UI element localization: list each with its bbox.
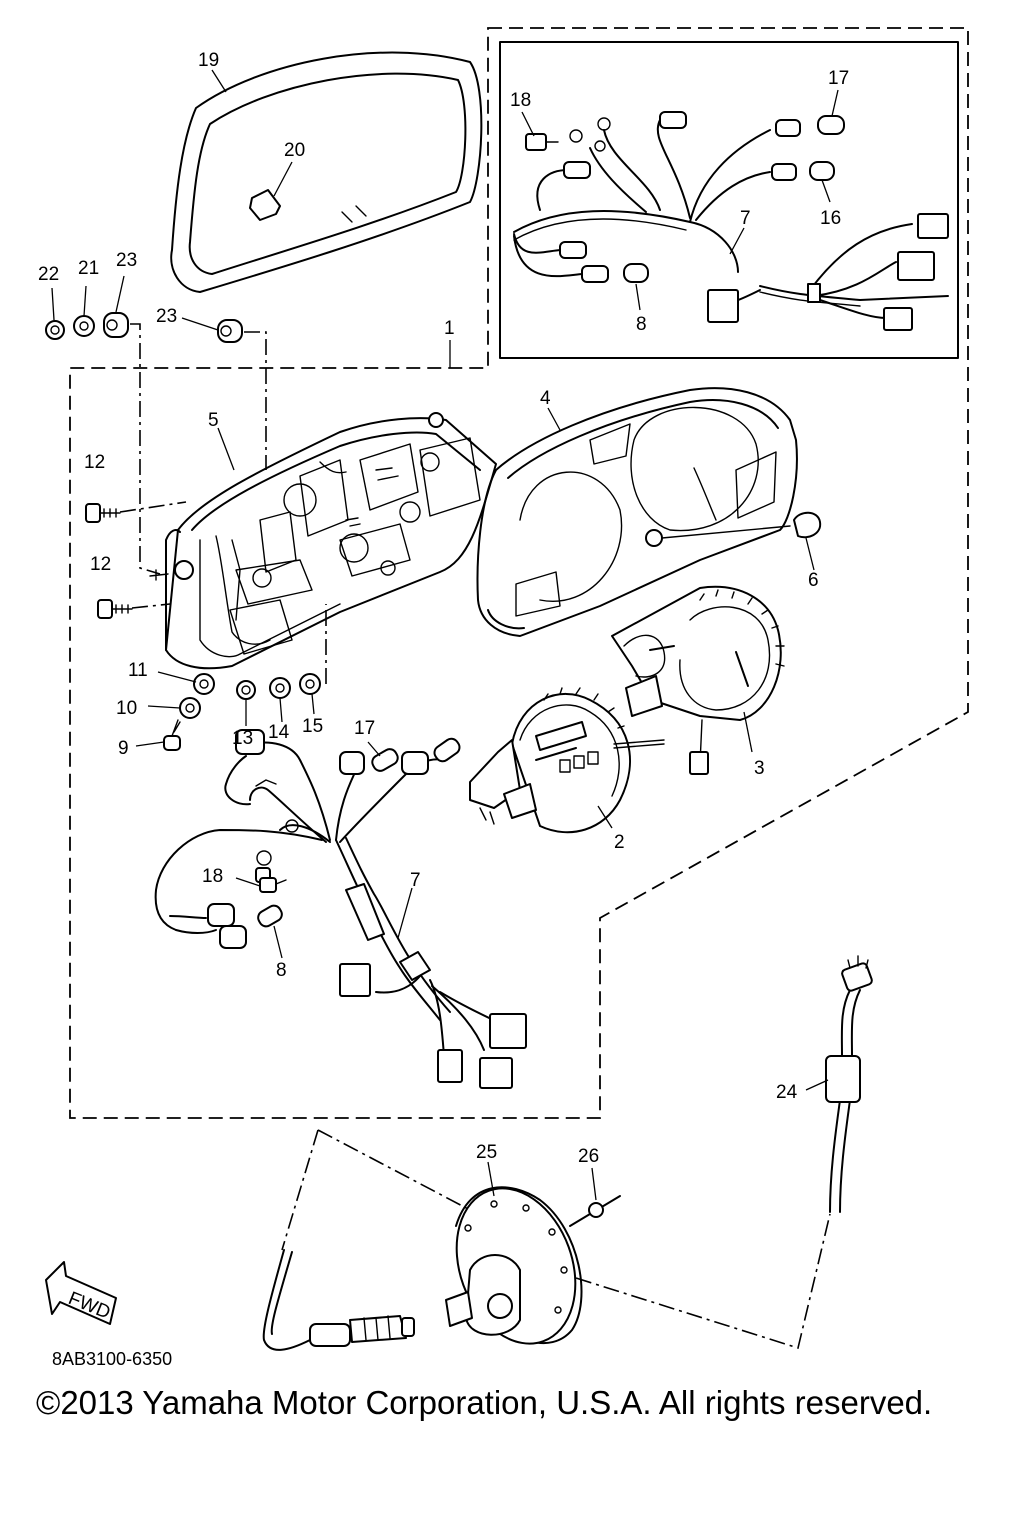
- callout-10: 10: [116, 698, 137, 719]
- screw-lower: [97, 599, 133, 619]
- leader-lines: [51, 69, 839, 1201]
- callout-12-upper: 12: [84, 452, 105, 473]
- diagram-reference-code: 8AB3100-6350: [52, 1349, 173, 1369]
- collar-15: [299, 673, 321, 695]
- socket-18: [259, 877, 287, 893]
- screw-upper: [85, 503, 121, 523]
- callout-6: 6: [808, 570, 819, 591]
- callout-1: 1: [444, 318, 455, 339]
- meter-panel: [476, 387, 798, 637]
- callout-26: 26: [578, 1146, 599, 1167]
- callout-14: 14: [268, 722, 290, 743]
- callout-13: 13: [232, 728, 253, 749]
- inset-wire-harness: [513, 111, 949, 331]
- callout-labels: 19 20 22 21 23 23 1 18 17 16 7 8 5 4 12 …: [38, 50, 849, 1167]
- main-wire-harness: [154, 729, 527, 1089]
- washer-14: [269, 677, 291, 699]
- small-screw-left: [149, 569, 169, 581]
- speedometer: [469, 687, 665, 834]
- callout-12-lower: 12: [90, 554, 111, 575]
- cable-route-line-left: [281, 1129, 319, 1251]
- bulb-15-socket: [433, 737, 461, 763]
- callout-8-inset: 8: [636, 314, 647, 335]
- callout-15: 15: [302, 716, 323, 737]
- forward-direction-arrow: FWD: [45, 1261, 117, 1325]
- callout-22: 22: [38, 264, 59, 285]
- bulb-17: [371, 748, 399, 772]
- grommet-11: [193, 673, 215, 695]
- speedometer-cable: [262, 955, 873, 1351]
- callout-8-main: 8: [276, 960, 287, 981]
- nut: [45, 320, 65, 340]
- callout-2: 2: [614, 832, 625, 853]
- callout-18-inset: 18: [510, 90, 531, 111]
- cable-route-line-bottom: [575, 1213, 831, 1350]
- callout-17-main: 17: [354, 718, 375, 739]
- meter-cover-ring: [170, 51, 483, 293]
- callout-17-inset: 17: [828, 68, 849, 89]
- callout-24: 24: [776, 1082, 798, 1103]
- callout-23-right: 23: [156, 306, 177, 327]
- inset-bulb-8: [623, 263, 649, 283]
- lower-meter-case: [165, 412, 497, 670]
- cushion: [249, 189, 281, 221]
- callout-23-left: 23: [116, 250, 137, 271]
- callout-3: 3: [754, 758, 765, 779]
- bolt-9: [163, 719, 181, 751]
- callout-25: 25: [476, 1142, 497, 1163]
- grommet-left: [103, 312, 129, 338]
- inset-bulb-17: [817, 115, 845, 135]
- washer-13: [236, 680, 256, 700]
- reset-knob: [793, 511, 822, 539]
- bulb-8: [257, 904, 283, 928]
- callout-7-main: 7: [410, 870, 421, 891]
- screw-lower-axis: [131, 603, 171, 609]
- callout-7-inset: 7: [740, 208, 751, 229]
- callout-19: 19: [198, 50, 219, 71]
- callout-20: 20: [284, 140, 305, 161]
- harness-inset-box: [499, 41, 959, 359]
- washer-10: [179, 697, 201, 719]
- tachometer-gauge: [611, 585, 785, 775]
- callout-16: 16: [820, 208, 841, 229]
- inset-socket-18: [525, 133, 559, 151]
- callout-18-main: 18: [202, 866, 223, 887]
- callout-5: 5: [208, 410, 219, 431]
- drive-gear-pin: [569, 1195, 621, 1227]
- grommet-right: [217, 319, 243, 343]
- assembly-boundary: [69, 27, 969, 1119]
- speedometer-gear-unit: [445, 1186, 583, 1345]
- grommet-right-axis: [244, 331, 267, 470]
- callout-11: 11: [128, 660, 148, 681]
- grommet-left-axis: [130, 323, 161, 575]
- callout-4: 4: [540, 388, 551, 409]
- callout-9: 9: [118, 738, 129, 759]
- callout-21: 21: [78, 258, 99, 279]
- screw-upper-axis: [119, 501, 187, 513]
- inset-bulb-16: [809, 161, 835, 181]
- washer: [73, 315, 95, 337]
- copyright-notice: ©2013 Yamaha Motor Corporation, U.S.A. A…: [36, 1384, 933, 1421]
- cable-route-line-mid: [317, 1129, 471, 1211]
